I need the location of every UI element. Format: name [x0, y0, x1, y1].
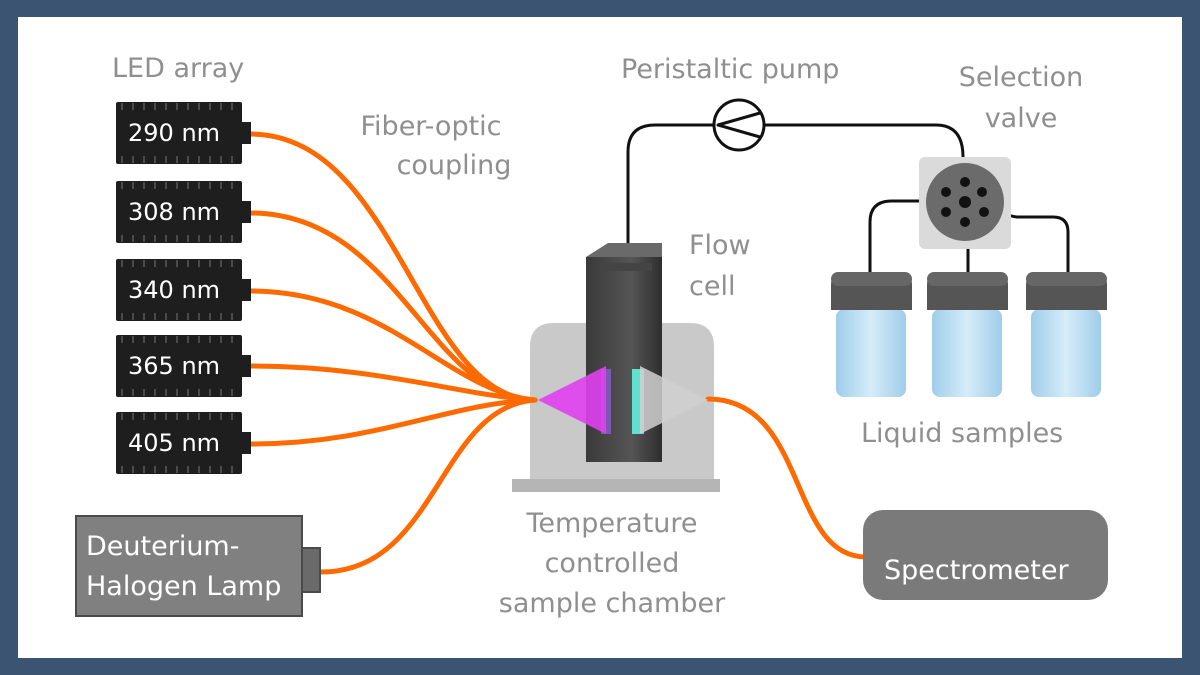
fiber-365: [247, 363, 538, 403]
led-290: [116, 102, 251, 164]
lamp-label-line1: Deuterium-: [86, 531, 240, 562]
bottle-2: [927, 272, 1008, 397]
led-365-label: 365 nm: [128, 352, 221, 380]
selection-valve-label-line2: valve: [984, 103, 1058, 134]
fiber-308: [247, 210, 538, 403]
lamp-box: [75, 515, 321, 617]
fiber-405: [247, 397, 538, 447]
setup-schematic: [75, 98, 1108, 617]
fiber-optic-cables: [247, 131, 869, 575]
led-340: [116, 259, 251, 321]
led-365: [116, 335, 251, 397]
led-array: [116, 102, 251, 474]
lamp-label-line2: Halogen Lamp: [86, 571, 282, 602]
led-308-label: 308 nm: [128, 198, 221, 226]
selection-valve-label-line1: Selection: [958, 62, 1084, 93]
tube-cell-to-pump: [626, 123, 716, 269]
sample-chamber-label-line2: controlled: [544, 548, 680, 579]
tube-valve-left: [868, 199, 944, 281]
transmitted-light-beam: [640, 366, 708, 434]
pump-symbol-icon: [712, 98, 766, 152]
fiber-optic-label-line1: Fiber-optic: [360, 111, 502, 142]
led-405: [116, 412, 251, 474]
liquid-samples-label: Liquid samples: [861, 418, 1064, 449]
sample-chamber-label-line3: sample chamber: [498, 588, 726, 619]
led-290-label: 290 nm: [128, 119, 221, 147]
led-308: [116, 181, 251, 243]
flow-cell-label-line2: cell: [689, 271, 736, 302]
liquid-sample-bottles: [831, 272, 1107, 397]
fiber-optic-label-line2: coupling: [396, 150, 512, 181]
selection-valve: [919, 157, 1011, 249]
led-340-label: 340 nm: [128, 276, 221, 304]
bottle-3: [1026, 272, 1107, 397]
diagram-frame: LED array Fiber-optic coupling Peristalt…: [18, 17, 1182, 658]
peristaltic-pump-label: Peristaltic pump: [621, 54, 840, 85]
bottle-1: [831, 272, 912, 397]
spectrometer-box: [863, 510, 1108, 600]
fiber-340: [247, 288, 538, 403]
led-array-label: LED array: [112, 53, 245, 84]
incident-light-beam: [538, 366, 606, 434]
spectrometer-label: Spectrometer: [884, 555, 1069, 586]
valve-port-icon: [941, 177, 989, 227]
fiber-spectrometer: [705, 396, 869, 560]
tube-pump-to-valve: [762, 123, 965, 204]
sample-chamber-label-line1: Temperature: [526, 508, 698, 539]
fiber-lamp: [318, 397, 538, 575]
lamp-label: Deuterium- Halogen Lamp: [86, 527, 281, 607]
led-405-label: 405 nm: [128, 429, 221, 457]
chamber-base: [512, 479, 720, 492]
flow-cell-label-line1: Flow: [689, 230, 751, 261]
